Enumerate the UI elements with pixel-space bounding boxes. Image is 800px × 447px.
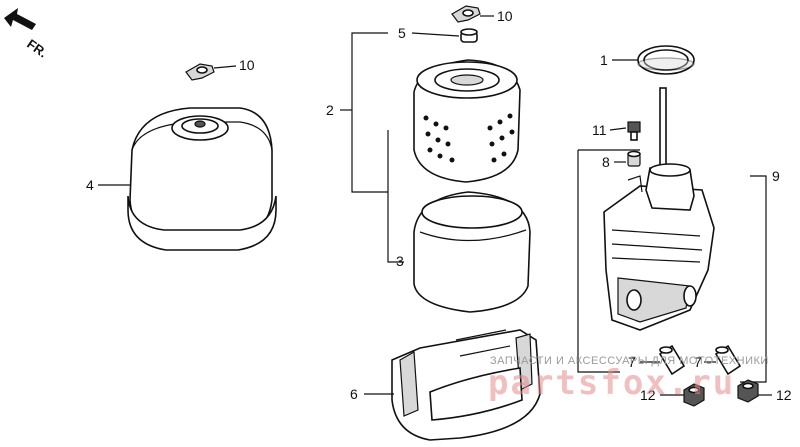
front-label: FR. <box>24 36 50 60</box>
foam-filter-element <box>413 191 531 313</box>
callout-12-left: 12 <box>640 387 656 403</box>
callout-9: 9 <box>772 168 780 184</box>
callout-7-left: 7 <box>628 354 636 370</box>
callout-6: 6 <box>350 386 358 402</box>
callout-7-right: 7 <box>694 354 702 370</box>
callout-12-right: 12 <box>776 387 792 403</box>
front-arrow-icon <box>4 8 36 30</box>
collar-8 <box>627 150 641 167</box>
filter-grommet <box>460 28 478 43</box>
callout-4: 4 <box>86 177 94 193</box>
watermark-brand: partsfox.ru <box>488 363 735 403</box>
pin-7-left <box>658 344 686 376</box>
front-direction-indicator: FR. <box>4 8 50 60</box>
watermark: ЗАПЧАСТИ И АКСЕССУАРЫ ДЛЯ МОТОТЕХНИКИ pa… <box>488 355 769 403</box>
callout-5: 5 <box>398 25 406 41</box>
watermark-tagline: ЗАПЧАСТИ И АКСЕССУАРЫ ДЛЯ МОТОТЕХНИКИ <box>490 355 769 367</box>
paper-filter-element <box>413 59 521 183</box>
callout-2: 2 <box>326 102 334 118</box>
air-cleaner-case <box>391 329 541 441</box>
air-cleaner-elbow <box>603 87 715 331</box>
air-cleaner-cover <box>127 107 277 251</box>
callout-10-left: 10 <box>239 57 255 73</box>
wing-nut-top <box>451 5 481 23</box>
callout-1: 1 <box>600 52 608 68</box>
callout-11: 11 <box>592 122 607 138</box>
nut-12-right <box>737 379 759 403</box>
callout-10-top: 10 <box>497 8 513 24</box>
bolt-11 <box>627 121 641 141</box>
callout-3: 3 <box>396 253 404 269</box>
pin-7-right <box>714 344 742 376</box>
gasket-ring <box>637 45 695 75</box>
wing-nut-left <box>185 63 215 81</box>
nut-12-left <box>683 383 705 407</box>
callout-8: 8 <box>602 154 610 170</box>
